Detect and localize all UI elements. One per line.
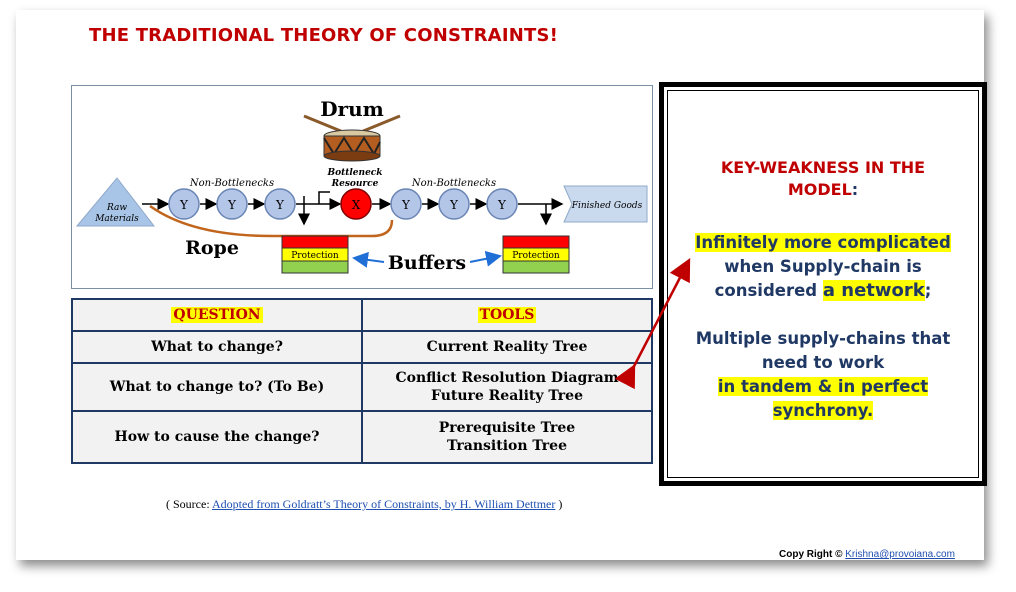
buffer-left-label: Protection bbox=[291, 251, 339, 261]
question-cell: What to change? bbox=[71, 330, 363, 364]
connector-arrow bbox=[614, 258, 691, 390]
copyright: Copy Right © Krishna@provoiana.com bbox=[779, 549, 955, 560]
drum-label: Drum bbox=[320, 97, 384, 121]
buffers-arrow-left bbox=[352, 251, 385, 268]
buffer-right-label: Protection bbox=[512, 251, 560, 261]
node-y-1: Y bbox=[168, 188, 200, 220]
table-row: What to change to? (To Be) Conflict Reso… bbox=[71, 362, 653, 412]
bottleneck-label-2: Resource bbox=[331, 179, 379, 189]
slide-title: THE TRADITIONAL THEORY OF CONSTRAINTS! bbox=[89, 25, 559, 46]
non-bottlenecks-right-label: Non-Bottlenecks bbox=[411, 178, 496, 189]
question-cell: How to cause the change? bbox=[71, 410, 363, 464]
table-header-row: QUESTION TOOLS bbox=[71, 298, 653, 332]
buffer-right: Protection bbox=[502, 235, 570, 274]
finished-goods-label: Finished Goods bbox=[571, 201, 643, 211]
raw-materials-triangle bbox=[75, 177, 156, 227]
question-tools-table: QUESTION TOOLS What to change? Current R… bbox=[71, 298, 653, 464]
node-x-bottleneck: X bbox=[340, 188, 372, 220]
key-weakness-box: KEY-WEAKNESS IN THE MODEL: Infinitely mo… bbox=[659, 82, 987, 486]
svg-text:Y: Y bbox=[401, 198, 411, 212]
node-y-4: Y bbox=[390, 188, 422, 220]
non-bottlenecks-left-label: Non-Bottlenecks bbox=[189, 178, 274, 189]
node-y-2: Y bbox=[216, 188, 248, 220]
svg-text:Y: Y bbox=[449, 198, 459, 212]
rope-curve bbox=[149, 204, 394, 238]
svg-text:X: X bbox=[352, 198, 361, 212]
svg-text:Y: Y bbox=[497, 198, 507, 212]
header-question-cell: QUESTION bbox=[71, 298, 363, 332]
node-y-6: Y bbox=[486, 188, 518, 220]
source-citation: ( Source: Adopted from Goldratt’s Theory… bbox=[166, 497, 563, 511]
table-row: What to change? Current Reality Tree bbox=[71, 330, 653, 364]
bottleneck-label-1: Bottleneck bbox=[326, 168, 382, 178]
drum-buffer-rope-diagram: Drum Raw Materials Non-Bottlenecks Non-B… bbox=[71, 85, 653, 289]
header-tools: TOOLS bbox=[477, 307, 537, 323]
finished-goods-shape bbox=[563, 185, 648, 223]
buffer-left: Protection bbox=[281, 235, 349, 274]
source-link[interactable]: Adopted from Goldratt’s Theory of Constr… bbox=[212, 497, 556, 511]
copyright-email-link[interactable]: Krishna@provoiana.com bbox=[845, 549, 955, 560]
key-weakness-paragraph-2: Multiple supply-chains that need to work… bbox=[695, 329, 951, 420]
tools-cell: Current Reality Tree bbox=[361, 330, 653, 364]
rope-label: Rope bbox=[185, 237, 239, 259]
raw-materials-label-1: Raw bbox=[106, 203, 127, 213]
diagram-svg: Drum Raw Materials Non-Bottlenecks Non-B… bbox=[75, 97, 648, 274]
node-y-3: Y bbox=[264, 188, 296, 220]
svg-text:Y: Y bbox=[179, 198, 189, 212]
buffers-arrow-right bbox=[469, 250, 502, 267]
svg-text:Y: Y bbox=[227, 198, 237, 212]
node-y-5: Y bbox=[438, 188, 470, 220]
raw-materials-label-2: Materials bbox=[94, 214, 139, 224]
drum-icon bbox=[303, 114, 401, 162]
header-tools-cell: TOOLS bbox=[361, 298, 653, 332]
svg-text:Y: Y bbox=[275, 198, 285, 212]
slide: THE TRADITIONAL THEORY OF CONSTRAINTS! D… bbox=[16, 10, 987, 560]
key-weakness-heading: KEY-WEAKNESS IN THE MODEL: bbox=[720, 158, 926, 199]
key-weakness-paragraph-1: Infinitely more complicated when Supply-… bbox=[695, 233, 951, 301]
header-question: QUESTION bbox=[171, 307, 263, 323]
table-row: How to cause the change? Prerequisite Tr… bbox=[71, 410, 653, 464]
buffers-label: Buffers bbox=[388, 252, 466, 274]
question-cell: What to change to? (To Be) bbox=[71, 362, 363, 412]
